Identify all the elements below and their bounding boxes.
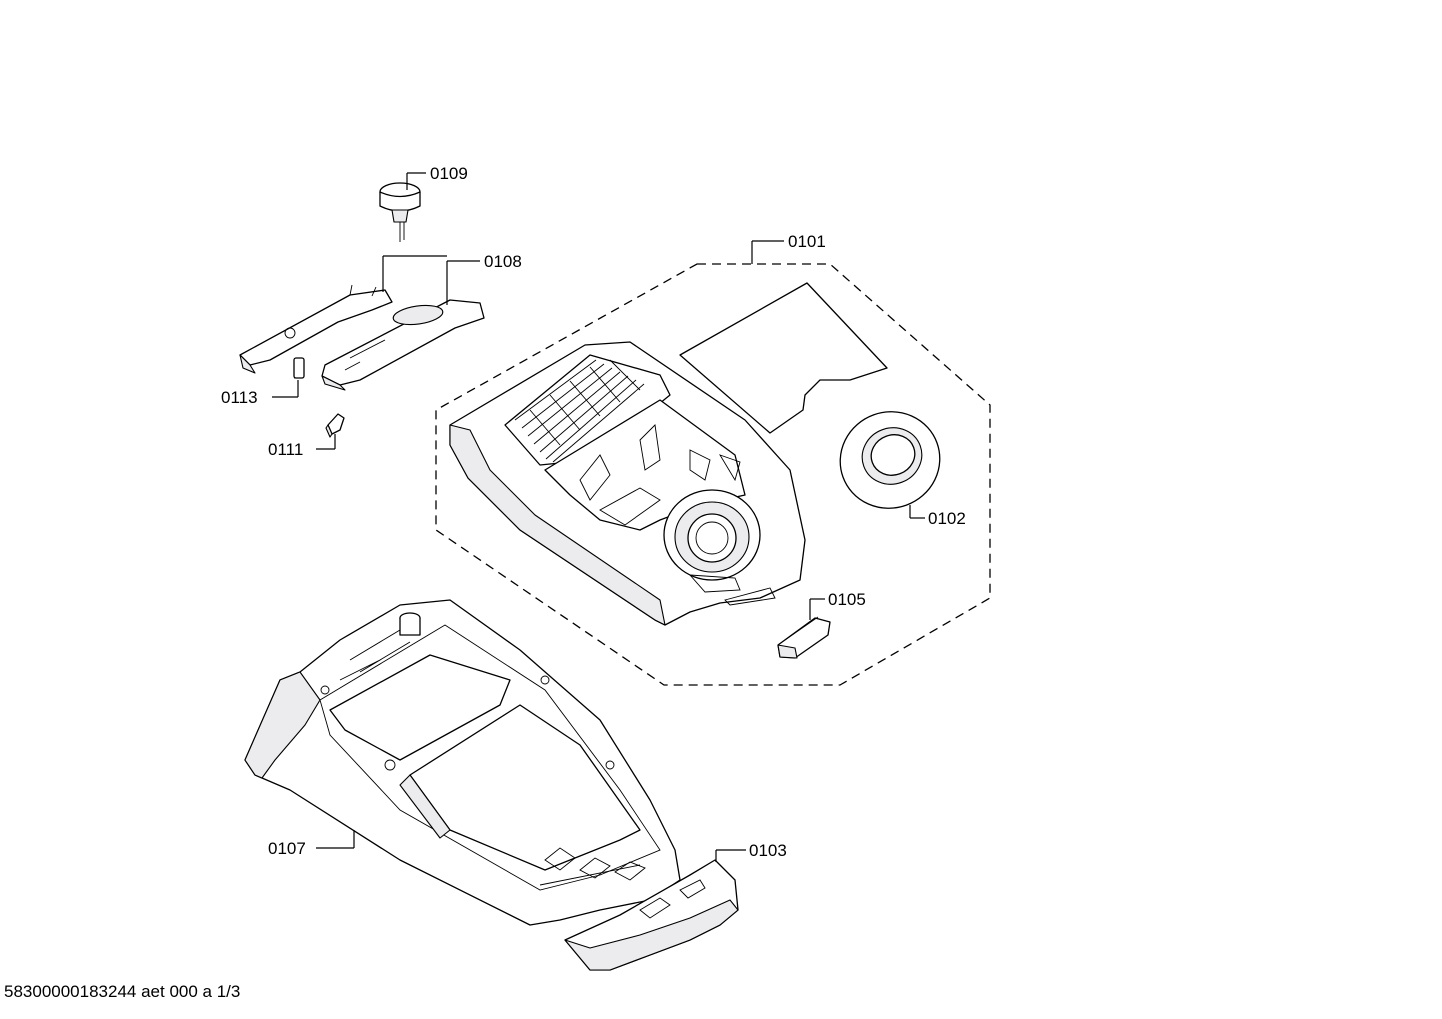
part-0111-clip	[325, 413, 345, 438]
label-0102: 0102	[928, 509, 966, 528]
label-0108: 0108	[484, 252, 522, 271]
label-0113: 0113	[221, 388, 258, 407]
label-0107: 0107	[268, 839, 306, 858]
leader-lines	[272, 172, 925, 862]
label-0103: 0103	[749, 841, 787, 860]
part-0109-knob	[379, 182, 421, 242]
part-0101-filter-panel	[679, 282, 888, 434]
assembly-group-boundary	[435, 263, 991, 686]
part-0108-handle-base	[239, 284, 393, 374]
part-0102-seal-ring	[839, 411, 941, 509]
part-0107-lower-housing	[244, 599, 681, 926]
document-id: 58300000183244 aet 000 a 1/3	[4, 982, 240, 1001]
label-0109: 0109	[430, 164, 468, 183]
label-0111: 0111	[268, 440, 303, 459]
part-0105-latch	[777, 616, 831, 659]
part-0103-front-bumper	[564, 859, 739, 971]
label-0105: 0105	[828, 590, 866, 609]
part-0113-spring	[293, 357, 305, 379]
part-0108-handle-cover	[321, 299, 485, 391]
label-0101: 0101	[788, 232, 826, 251]
part-0101-housing-cover	[449, 341, 806, 626]
